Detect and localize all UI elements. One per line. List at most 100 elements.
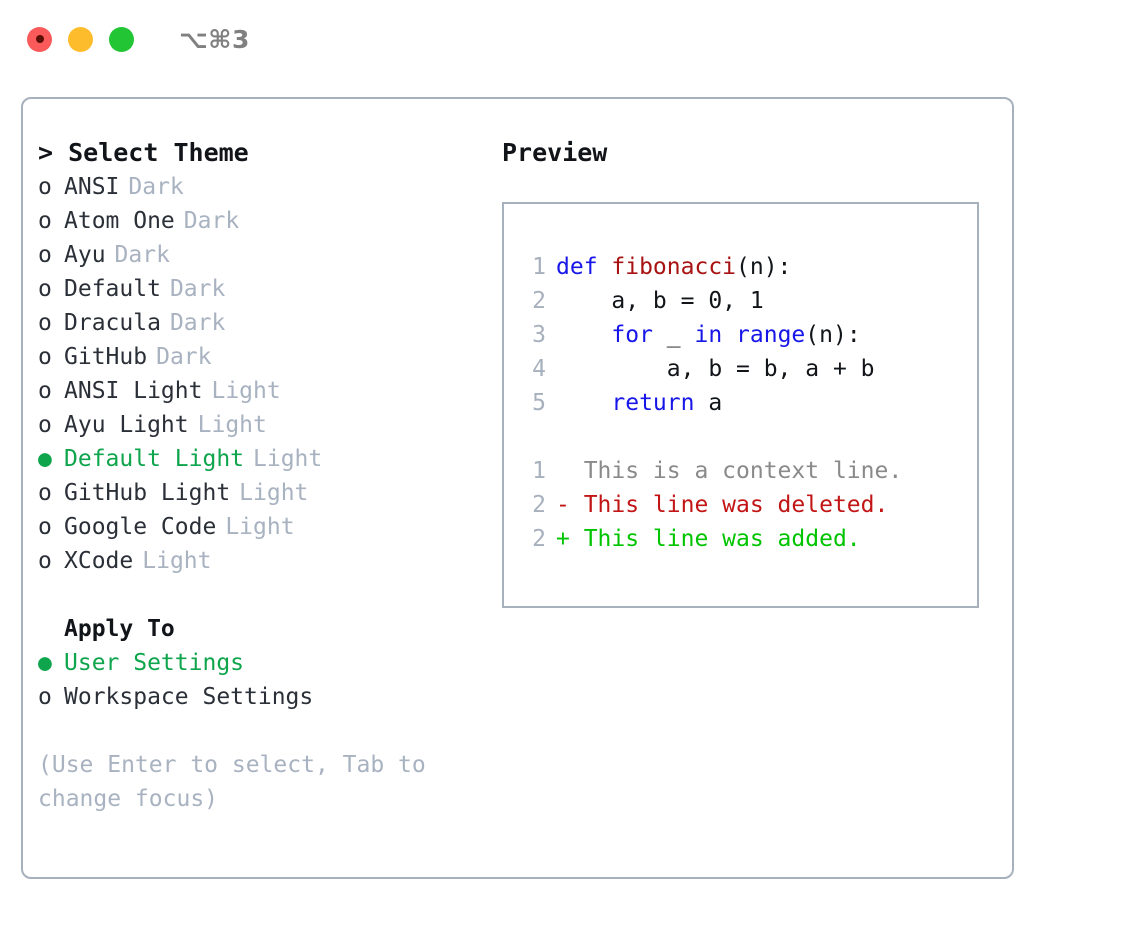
theme-option-variant: Light — [211, 378, 281, 404]
apply-to-label: Apply To — [64, 616, 175, 642]
theme-option-variant: Dark — [169, 276, 226, 302]
line-number: 1 — [532, 254, 546, 280]
window-titlebar: ⌥⌘3 — [0, 0, 1140, 78]
code-token-plain — [556, 390, 611, 416]
code-token-kw: range — [736, 322, 806, 348]
apply-to-option-list: ● User Settings o Workspace Settings — [38, 646, 488, 714]
radio-unselected-icon: o — [38, 242, 52, 268]
theme-option-variant: Light — [142, 548, 212, 574]
line-number: 4 — [532, 356, 546, 382]
code-token-plain: (n): — [805, 322, 861, 348]
theme-option-ansi-light[interactable]: o ANSI Light Light — [38, 374, 488, 408]
code-line: 5 return a — [518, 386, 977, 420]
radio-unselected-icon: o — [38, 344, 52, 370]
diff-line-add: 2 + This line was added. — [518, 522, 977, 556]
line-number: 2 — [532, 492, 546, 518]
theme-option-name: ANSI — [64, 174, 120, 200]
theme-option-dracula[interactable]: o Dracula Dark — [38, 306, 488, 340]
line-number: 2 — [532, 526, 546, 552]
radio-unselected-icon: o — [38, 684, 52, 710]
radio-selected-icon: ● — [38, 650, 52, 676]
theme-option-github-light[interactable]: o GitHub Light Light — [38, 476, 488, 510]
radio-unselected-icon: o — [38, 174, 52, 200]
line-number: 2 — [532, 288, 546, 314]
diff-line-ctx: 1 This is a context line. — [518, 454, 977, 488]
keyboard-hint: (Use Enter to select, Tab to change focu… — [38, 752, 426, 812]
theme-option-name: Ayu — [64, 242, 106, 268]
code-token-kw: in — [694, 322, 723, 348]
theme-option-variant: Dark — [169, 310, 226, 336]
theme-option-variant: Light — [239, 480, 309, 506]
theme-option-name: Atom One — [64, 208, 175, 234]
window-title: ⌥⌘3 — [179, 24, 250, 54]
code-token-plain: a, b = 0, 1 — [556, 288, 764, 314]
line-number: 3 — [532, 322, 546, 348]
apply-to-option-name: Workspace Settings — [64, 684, 314, 710]
maximize-button[interactable] — [109, 26, 134, 52]
preview-title: Preview — [502, 138, 608, 167]
theme-option-github[interactable]: o GitHub Dark — [38, 340, 488, 374]
theme-option-ayu[interactable]: o Ayu Dark — [38, 238, 488, 272]
record-indicator-icon — [35, 35, 44, 43]
code-text: a, b = 0, 1 — [556, 284, 764, 318]
code-token-kw: return — [611, 390, 695, 416]
theme-option-name: ANSI Light — [64, 378, 203, 404]
code-token-plain: a — [694, 390, 723, 416]
theme-option-variant: Light — [253, 446, 323, 472]
theme-option-name: Default — [64, 276, 161, 302]
radio-unselected-icon: o — [38, 514, 52, 540]
theme-option-name: GitHub — [64, 344, 148, 370]
code-gap — [518, 420, 977, 454]
diff-text: - This line was deleted. — [556, 492, 889, 518]
theme-option-name: Ayu Light — [64, 412, 189, 438]
theme-option-variant: Dark — [183, 208, 240, 234]
code-token-plain: _ — [652, 322, 695, 348]
theme-option-name: XCode — [64, 548, 134, 574]
radio-unselected-icon: o — [38, 208, 52, 234]
code-token-kw: def — [556, 254, 612, 280]
radio-selected-icon: ● — [38, 446, 52, 472]
close-button[interactable] — [27, 26, 52, 52]
radio-unselected-icon: o — [38, 310, 52, 336]
code-token-kw: for — [611, 322, 653, 348]
minimize-button[interactable] — [68, 26, 93, 52]
theme-option-atom-one[interactable]: o Atom One Dark — [38, 204, 488, 238]
theme-option-name: Dracula — [64, 310, 161, 336]
diff-text: + This line was added. — [556, 526, 861, 552]
theme-option-variant: Dark — [114, 242, 170, 268]
theme-option-ansi[interactable]: o ANSI Dark — [38, 170, 488, 204]
radio-unselected-icon: o — [38, 378, 52, 404]
theme-option-variant: Light — [225, 514, 295, 540]
theme-option-name: GitHub Light — [64, 480, 231, 506]
code-token-plain: (n): — [736, 254, 792, 280]
theme-picker-header: > Select Theme — [38, 138, 249, 167]
apply-to-option-name: User Settings — [64, 650, 245, 676]
code-line: 4 a, b = b, a + b — [518, 352, 977, 386]
code-token-plain — [556, 322, 611, 348]
code-text: for _ in range(n): — [556, 318, 861, 352]
theme-option-variant: Dark — [128, 174, 184, 200]
theme-option-variant: Dark — [156, 344, 212, 370]
diff-text: This is a context line. — [556, 458, 903, 484]
apply-to-option-user-settings[interactable]: ● User Settings — [38, 646, 488, 680]
radio-unselected-icon: o — [38, 480, 52, 506]
theme-option-name: Default Light — [64, 446, 245, 472]
theme-option-default-light[interactable]: ● Default Light Light — [38, 442, 488, 476]
code-line: 3 for _ in range(n): — [518, 318, 977, 352]
diff-line-del: 2 - This line was deleted. — [518, 488, 977, 522]
diff-sample: 1 This is a context line. 2 - This line wa… — [518, 454, 977, 556]
apply-to-option-workspace-settings[interactable]: o Workspace Settings — [38, 680, 488, 714]
code-token-plain — [722, 322, 736, 348]
code-text: def fibonacci(n): — [556, 250, 791, 284]
code-line: 2 a, b = 0, 1 — [518, 284, 977, 318]
